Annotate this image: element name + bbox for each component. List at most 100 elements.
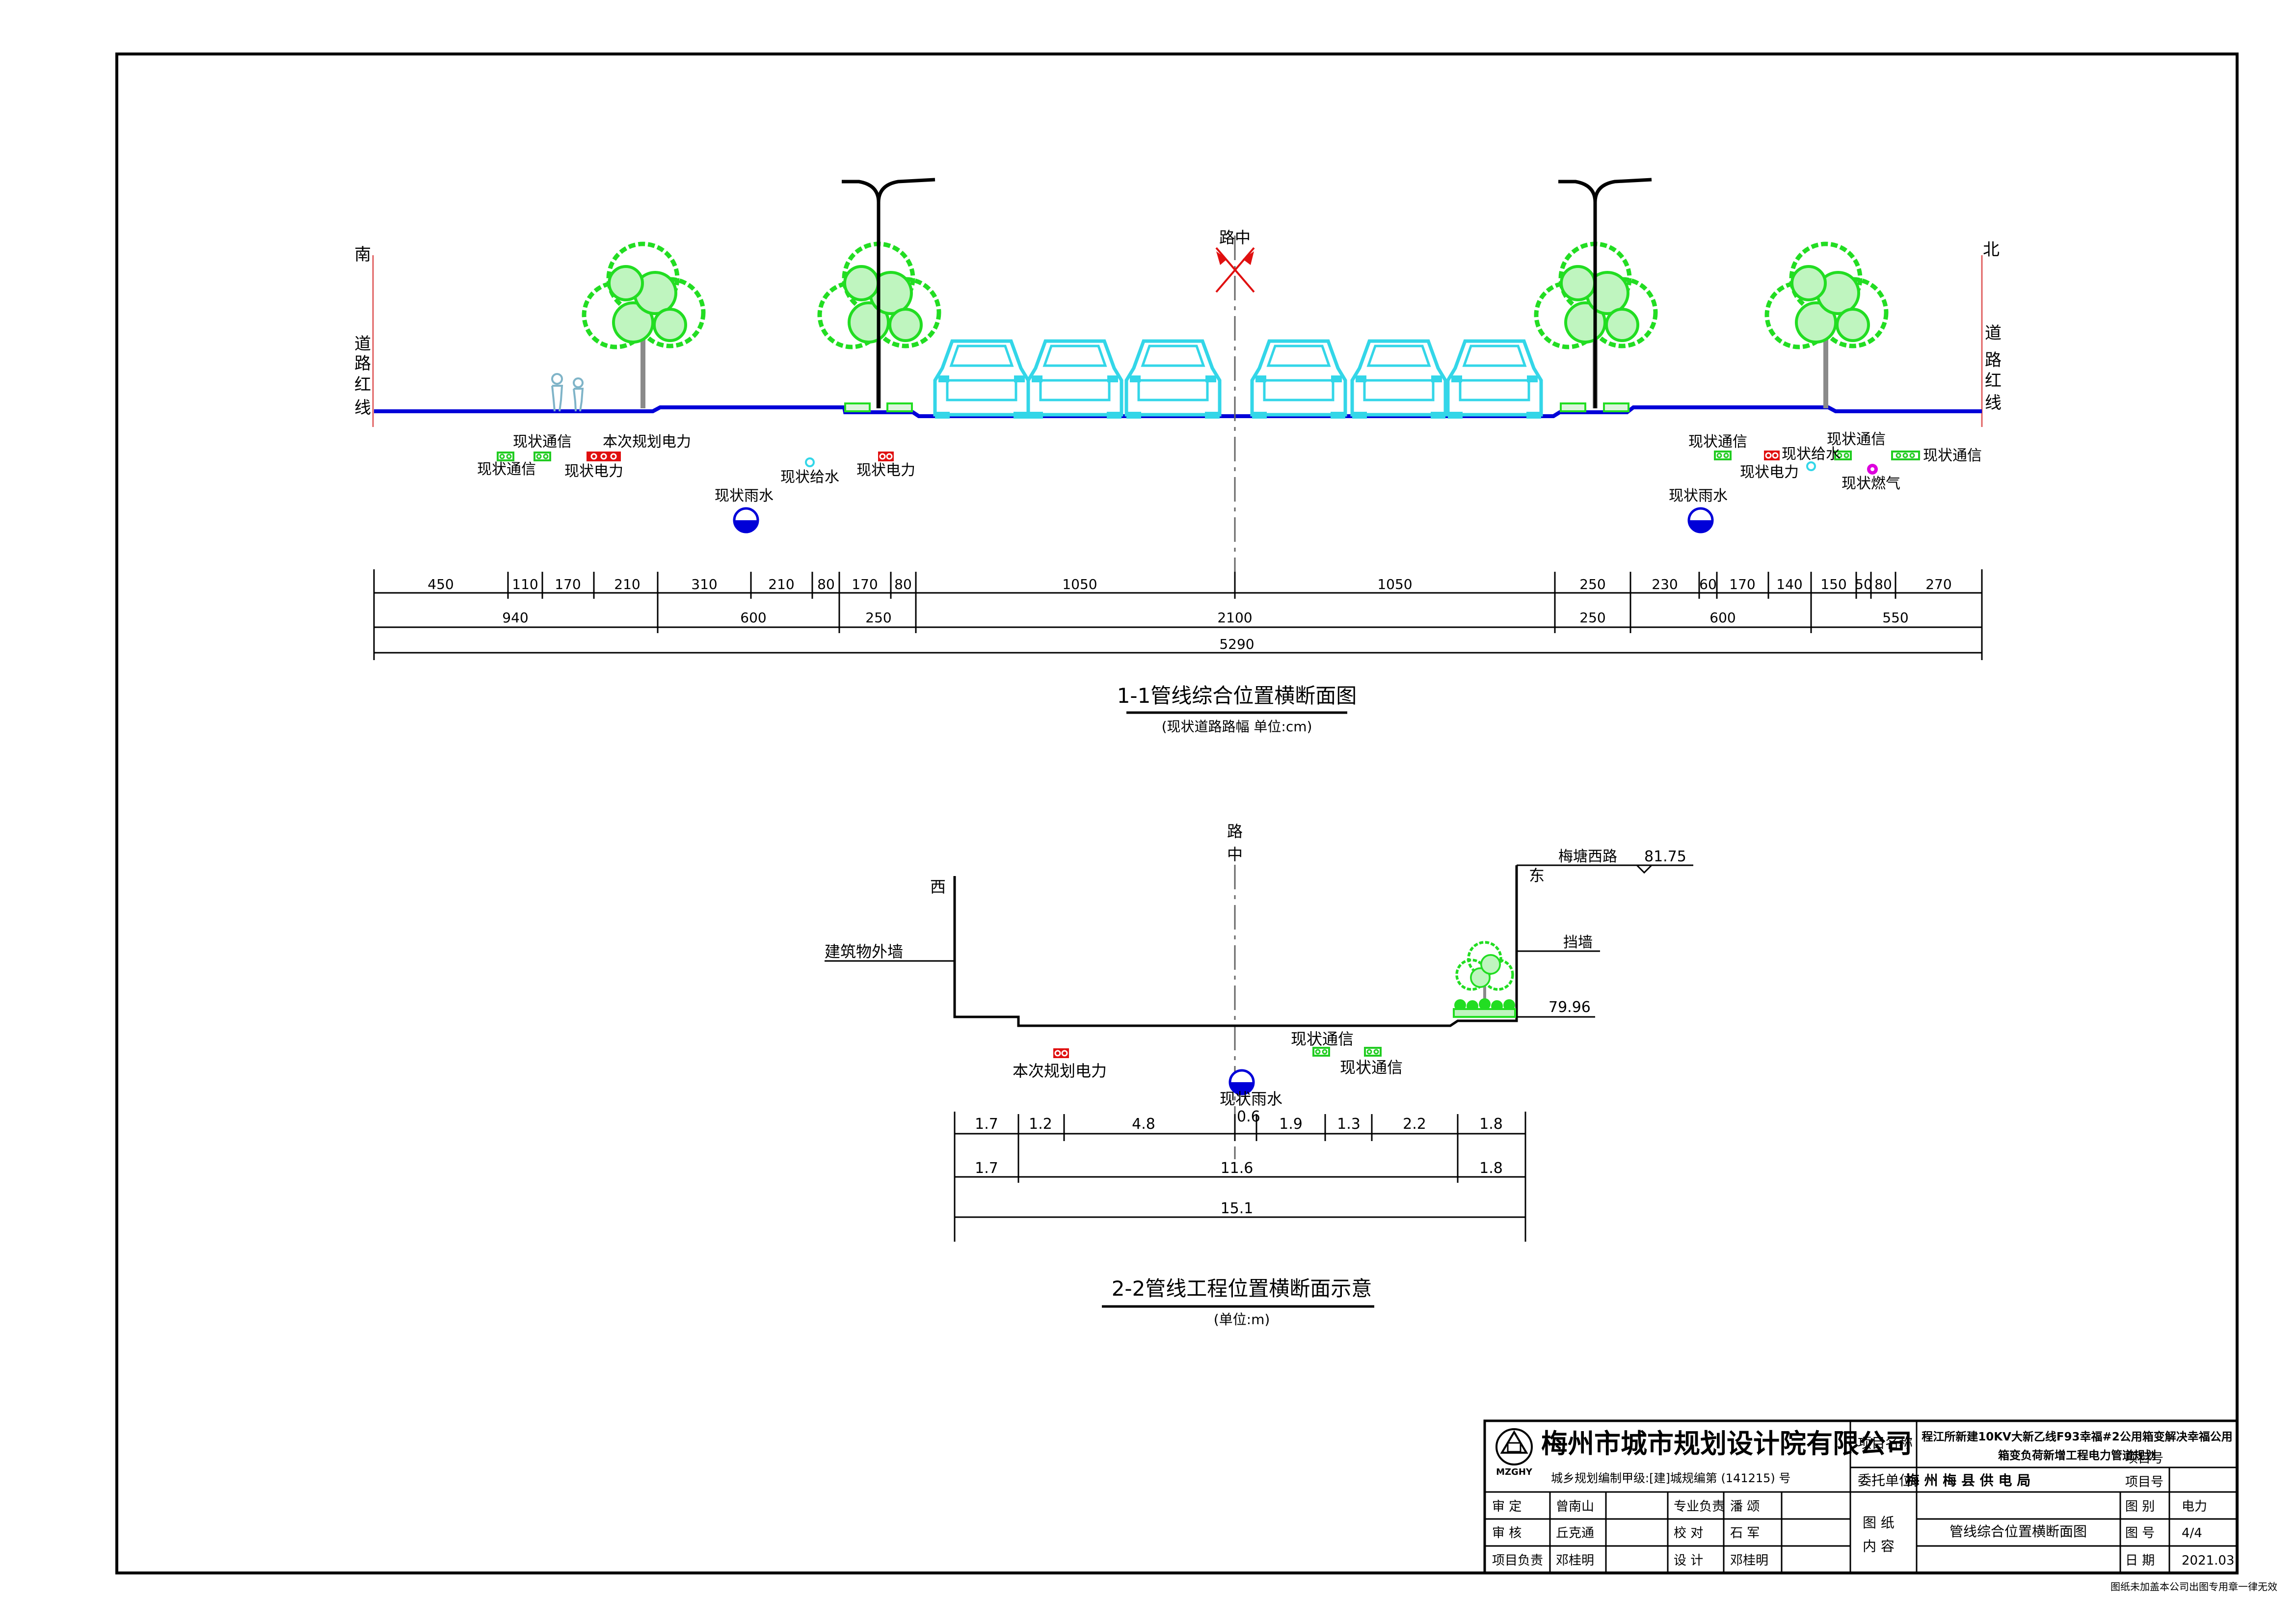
road-center-label: 路 bbox=[1227, 822, 1243, 841]
svg-text:1.3: 1.3 bbox=[1337, 1116, 1361, 1133]
svg-text:230: 230 bbox=[1652, 576, 1678, 592]
pipe-label: 现状雨水 bbox=[1220, 1090, 1282, 1108]
planned-power-duct-icon bbox=[1052, 1047, 1070, 1059]
telecom-duct-icon bbox=[497, 452, 514, 461]
road-center-label: 路中 bbox=[1219, 228, 1251, 247]
water-pipe-icon bbox=[805, 457, 815, 467]
pipe-label: 现状通信 bbox=[1923, 447, 1982, 464]
power-duct-icon bbox=[877, 451, 895, 462]
svg-text:路: 路 bbox=[1985, 350, 2002, 370]
red-line-label-right: 道 路 红 线 bbox=[1985, 323, 2002, 413]
tree-icon bbox=[584, 244, 703, 408]
svg-text:310: 310 bbox=[691, 576, 717, 592]
drawing-border bbox=[115, 53, 2239, 1574]
project-name-line-1: 程江所新建10KV大新乙线F93幸福#2公用箱变解决幸福公用 bbox=[1922, 1430, 2233, 1443]
svg-text:审 定: 审 定 bbox=[1492, 1499, 1522, 1514]
dimension-row-2: 940 600 250 2100 250 600 550 bbox=[502, 610, 1908, 626]
rain-pipe-icon bbox=[734, 508, 758, 532]
svg-text:道: 道 bbox=[1985, 323, 2002, 343]
svg-text:红: 红 bbox=[354, 375, 371, 395]
svg-text:60: 60 bbox=[1699, 576, 1717, 592]
svg-text:210: 210 bbox=[768, 576, 794, 592]
section-2-title: 2-2管线工程位置横断面示意 bbox=[1112, 1277, 1372, 1301]
svg-text:550: 550 bbox=[1882, 610, 1908, 626]
dimension-lines bbox=[373, 569, 1983, 660]
svg-text:140: 140 bbox=[1776, 576, 1802, 592]
rain-pipe-icon bbox=[1689, 508, 1712, 532]
section-2-2: 路 中 西 东 建筑物外墙 梅塘西路 81.75 挡墙 79.96 bbox=[825, 822, 1693, 1328]
svg-text:道: 道 bbox=[354, 334, 371, 354]
svg-text:4.8: 4.8 bbox=[1132, 1116, 1155, 1133]
svg-text:80: 80 bbox=[817, 576, 835, 592]
category-value: 电力 bbox=[2182, 1499, 2207, 1514]
pipe-label: 现状雨水 bbox=[1669, 487, 1728, 505]
project-name-label: 项目名称 bbox=[1858, 1435, 1913, 1451]
svg-text:线: 线 bbox=[354, 398, 371, 418]
svg-text:路: 路 bbox=[354, 354, 371, 373]
road-center-marker bbox=[1215, 247, 1255, 293]
logo-text: MZGHY bbox=[1496, 1467, 1533, 1477]
pipe-label: 本次规划电力 bbox=[1013, 1062, 1107, 1080]
svg-text:2100: 2100 bbox=[1217, 610, 1252, 626]
ground-profile bbox=[953, 865, 1518, 1027]
pipe-label: 现状通信 bbox=[477, 461, 536, 478]
svg-text:校 对: 校 对 bbox=[1674, 1526, 1703, 1541]
sheet-label: 图 号 bbox=[2125, 1526, 2155, 1541]
car-icon bbox=[1352, 341, 1445, 419]
building-wall-label: 建筑物外墙 bbox=[825, 942, 903, 961]
dimension-row-1: 450 110 170 210 310 210 80 170 80 1050 1… bbox=[427, 576, 1951, 592]
elevation-marker-icon bbox=[1636, 864, 1653, 874]
company-name: 梅州市城市规划设计院有限公司 bbox=[1541, 1428, 1912, 1459]
water-pipe-icon bbox=[1806, 461, 1816, 471]
svg-text:170: 170 bbox=[555, 576, 581, 592]
svg-text:丘克通: 丘克通 bbox=[1556, 1526, 1594, 1541]
svg-text:210: 210 bbox=[614, 576, 640, 592]
svg-text:600: 600 bbox=[1709, 610, 1735, 626]
svg-text:设 计: 设 计 bbox=[1674, 1553, 1703, 1568]
svg-text:1050: 1050 bbox=[1062, 576, 1097, 592]
east-label: 东 bbox=[1529, 866, 1545, 885]
svg-text:1050: 1050 bbox=[1377, 576, 1412, 592]
footnote: 图纸未加盖本公司出图专用章一律无效 bbox=[2110, 1581, 2277, 1593]
shrub-icon bbox=[1453, 998, 1516, 1018]
pipe-label: 本次规划电力 bbox=[603, 433, 691, 451]
svg-text:110: 110 bbox=[512, 576, 538, 592]
svg-text:项目负责: 项目负责 bbox=[1492, 1553, 1543, 1568]
category-label: 图 别 bbox=[2125, 1499, 2155, 1514]
dimension-total: 15.1 bbox=[1221, 1200, 1254, 1217]
svg-text:600: 600 bbox=[740, 610, 766, 626]
svg-text:邓桂明: 邓桂明 bbox=[1730, 1553, 1768, 1568]
pipe-label: 现状给水 bbox=[1782, 446, 1841, 463]
red-line-label-left: 道 路 红 线 bbox=[354, 334, 371, 418]
svg-text:1.9: 1.9 bbox=[1279, 1116, 1303, 1133]
pipe-label: 现状燃气 bbox=[1842, 475, 1900, 492]
svg-text:曾南山: 曾南山 bbox=[1556, 1499, 1594, 1514]
svg-text:2.2: 2.2 bbox=[1403, 1116, 1426, 1133]
sheet-value: 4/4 bbox=[2182, 1526, 2202, 1541]
pipe-label: 现状给水 bbox=[780, 469, 839, 486]
svg-text:1.7: 1.7 bbox=[975, 1160, 998, 1177]
elevation-bottom: 79.96 bbox=[1548, 999, 1591, 1016]
road-name-label: 梅塘西路 bbox=[1558, 848, 1617, 865]
car-icon bbox=[1028, 341, 1121, 419]
power-duct-icon bbox=[1763, 450, 1781, 461]
qualification-text: 城乡规划编制甲级:[建]城规编第 (141215) 号 bbox=[1551, 1471, 1790, 1485]
svg-text:1.8: 1.8 bbox=[1479, 1160, 1503, 1177]
telecom-duct-icon bbox=[534, 452, 551, 461]
telecom-duct-icon bbox=[1364, 1047, 1382, 1057]
svg-text:审 核: 审 核 bbox=[1492, 1526, 1522, 1541]
svg-text:250: 250 bbox=[865, 610, 891, 626]
section-1-subtitle: (现状道路路幅 单位:cm) bbox=[1162, 719, 1312, 735]
svg-text:450: 450 bbox=[427, 576, 454, 592]
planter-icon bbox=[844, 402, 1629, 412]
svg-text:1.2: 1.2 bbox=[1029, 1116, 1052, 1133]
car-icon bbox=[935, 341, 1028, 419]
pipe-label: 现状雨水 bbox=[715, 487, 774, 505]
dimension-row-1: 1.7 1.2 4.8 1.9 1.3 2.2 1.8 bbox=[975, 1116, 1503, 1133]
pipe-label: 现状电力 bbox=[1740, 464, 1799, 481]
pipe-label: 现状电力 bbox=[856, 462, 915, 479]
telecom-duct-icon bbox=[1891, 451, 1920, 460]
elevation-top: 81.75 bbox=[1644, 848, 1686, 865]
svg-text:170: 170 bbox=[1729, 576, 1755, 592]
